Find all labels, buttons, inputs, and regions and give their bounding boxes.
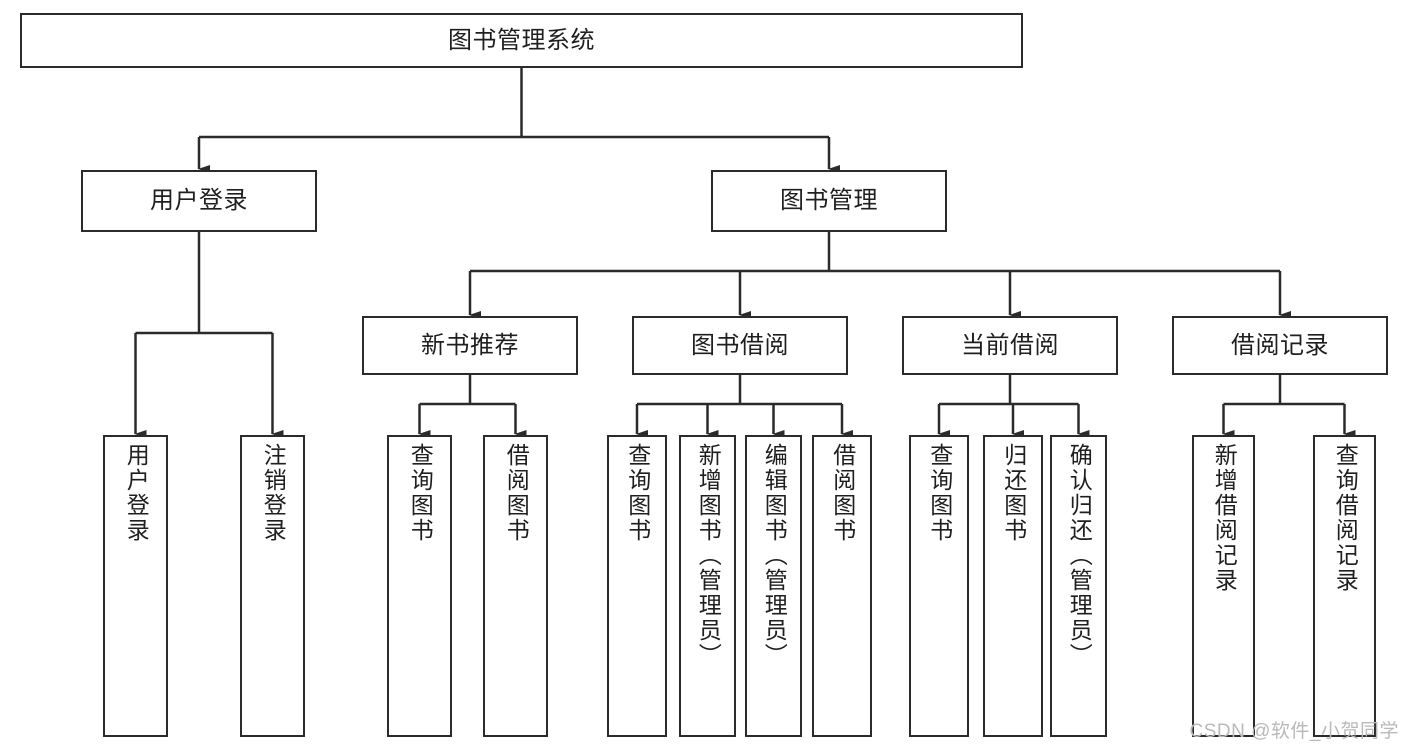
node-book-borrow-label: 图书借阅 xyxy=(691,331,789,359)
leaf-bookborrow-borrow-book-label: 借阅图书 xyxy=(829,443,856,543)
csdn-watermark: CSDN @软件_小贺同学 xyxy=(1189,721,1399,742)
node-user-login-label: 用户登录 xyxy=(150,187,248,215)
node-current-borrow-label: 当前借阅 xyxy=(961,331,1059,359)
leaf-currentborrow-query-book[interactable]: 查询图书 xyxy=(909,435,969,737)
leaf-newbook-query-book-label: 查询图书 xyxy=(407,443,434,543)
leaf-borrowrecord-query-record[interactable]: 查询借阅记录 xyxy=(1313,435,1376,737)
node-new-book-recommend[interactable]: 新书推荐 xyxy=(362,316,578,375)
leaf-currentborrow-return-book-label: 归还图书 xyxy=(1000,443,1027,543)
leaf-bookborrow-add-book-admin[interactable]: 新增图书（管理员） xyxy=(679,435,736,737)
leaf-newbook-borrow-book-label: 借阅图书 xyxy=(503,443,530,543)
leaf-bookborrow-query-book[interactable]: 查询图书 xyxy=(607,435,667,737)
node-book-management[interactable]: 图书管理 xyxy=(711,170,947,232)
node-root-label: 图书管理系统 xyxy=(448,26,595,54)
leaf-borrowrecord-query-record-label: 查询借阅记录 xyxy=(1332,443,1359,593)
node-book-management-label: 图书管理 xyxy=(780,187,878,215)
leaf-bookborrow-edit-book-admin[interactable]: 编辑图书（管理员） xyxy=(745,435,802,737)
node-borrow-record-label: 借阅记录 xyxy=(1231,331,1329,359)
leaf-currentborrow-confirm-return-admin[interactable]: 确认归还（管理员） xyxy=(1050,435,1107,737)
node-user-login[interactable]: 用户登录 xyxy=(81,170,317,232)
leaf-currentborrow-query-book-label: 查询图书 xyxy=(926,443,953,543)
leaf-bookborrow-query-book-label: 查询图书 xyxy=(624,443,651,543)
leaf-borrowrecord-add-record-label: 新增借阅记录 xyxy=(1211,443,1238,593)
leaf-currentborrow-confirm-return-admin-label: 确认归还（管理员） xyxy=(1066,443,1093,668)
leaf-newbook-query-book[interactable]: 查询图书 xyxy=(387,435,452,737)
leaf-newbook-borrow-book[interactable]: 借阅图书 xyxy=(483,435,548,737)
node-current-borrow[interactable]: 当前借阅 xyxy=(902,316,1118,375)
leaf-user-logout-label: 注销登录 xyxy=(260,443,287,543)
node-borrow-record[interactable]: 借阅记录 xyxy=(1172,316,1388,375)
node-new-book-recommend-label: 新书推荐 xyxy=(421,331,519,359)
leaf-bookborrow-edit-book-admin-label: 编辑图书（管理员） xyxy=(761,443,788,668)
leaf-user-login[interactable]: 用户登录 xyxy=(103,435,168,737)
leaf-currentborrow-return-book[interactable]: 归还图书 xyxy=(983,435,1043,737)
leaf-user-login-label: 用户登录 xyxy=(123,443,150,543)
leaf-bookborrow-borrow-book[interactable]: 借阅图书 xyxy=(812,435,872,737)
leaf-borrowrecord-add-record[interactable]: 新增借阅记录 xyxy=(1192,435,1255,737)
leaf-user-logout[interactable]: 注销登录 xyxy=(240,435,305,737)
leaf-bookborrow-add-book-admin-label: 新增图书（管理员） xyxy=(695,443,722,668)
node-root[interactable]: 图书管理系统 xyxy=(20,13,1023,68)
node-book-borrow[interactable]: 图书借阅 xyxy=(632,316,848,375)
